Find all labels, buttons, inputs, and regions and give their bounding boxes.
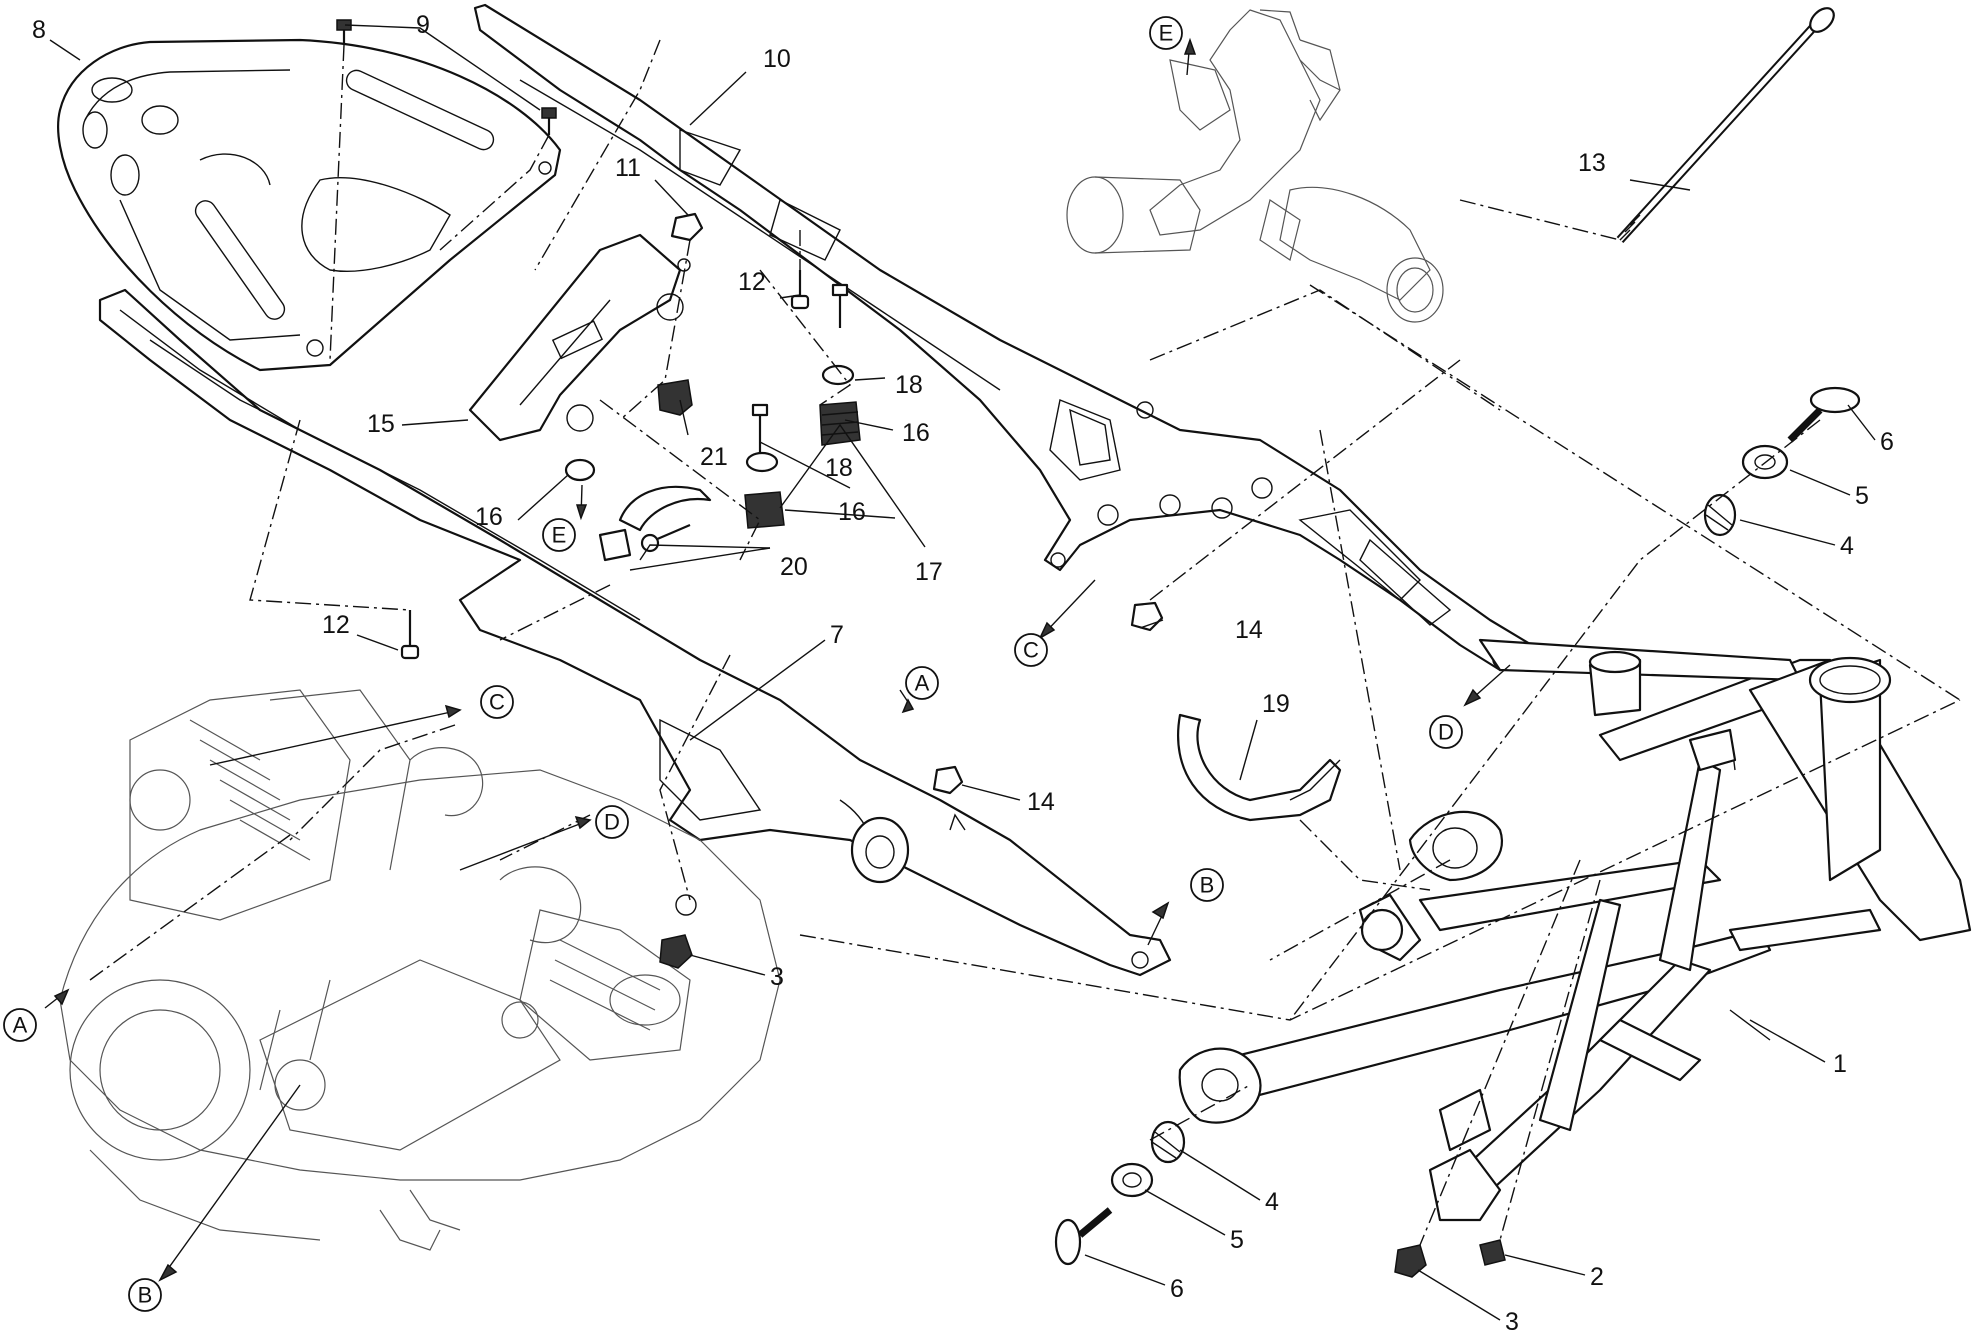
connector-E-exhaust: E xyxy=(1149,16,1183,50)
part-label: 20 xyxy=(780,553,808,581)
part-label: 4 xyxy=(1265,1188,1279,1216)
svg-text:D: D xyxy=(1438,720,1454,745)
bolt-12a xyxy=(790,270,810,310)
cable-clip xyxy=(1177,713,1342,822)
washer-5b xyxy=(1110,1162,1154,1198)
svg-text:B: B xyxy=(1200,873,1215,898)
nut-14b xyxy=(932,765,964,795)
main-trellis-frame xyxy=(1178,638,1972,1222)
part-label: 12 xyxy=(738,268,766,296)
connector-B-bottom: B xyxy=(128,1278,162,1312)
part-label: 21 xyxy=(700,443,728,471)
bolt-9a xyxy=(336,19,352,45)
bushing-4b xyxy=(1150,1120,1186,1164)
connector-E-bracket: E xyxy=(542,518,576,552)
part-label: 7 xyxy=(830,621,844,649)
part-label: 9 xyxy=(416,11,430,39)
part-label: 14 xyxy=(1235,616,1263,644)
part-label: 18 xyxy=(825,454,853,482)
part-label: 14 xyxy=(1027,788,1055,816)
nut-3a xyxy=(659,934,693,969)
bushing-21 xyxy=(657,379,693,416)
connector-C-frame: C xyxy=(1014,633,1048,667)
connector-arrows xyxy=(44,37,1511,1282)
flange-bolt-6b xyxy=(1054,1207,1113,1266)
bushing-4a xyxy=(1703,493,1737,537)
part-label: 8 xyxy=(32,16,46,44)
rear-rack-plate xyxy=(57,38,562,372)
svg-text:E: E xyxy=(552,523,567,548)
part-label: 16 xyxy=(838,498,866,526)
rubber-mount-17a xyxy=(819,401,861,446)
part-label: 18 xyxy=(895,371,923,399)
connector-D-frame: D xyxy=(1429,715,1463,749)
bolt-18b xyxy=(751,403,769,455)
part-label: 6 xyxy=(1880,428,1894,456)
engine-reference-sketch xyxy=(59,689,781,1251)
washer-16c xyxy=(564,458,596,482)
connector-C-engine: C xyxy=(480,685,514,719)
nut-11 xyxy=(670,212,704,242)
flange-bolt-6a xyxy=(1787,386,1861,443)
part-label: 19 xyxy=(1262,690,1290,718)
part-label: 4 xyxy=(1840,532,1854,560)
svg-text:B: B xyxy=(138,1283,153,1308)
part-label: 5 xyxy=(1855,482,1869,510)
part-label: 17 xyxy=(915,558,943,586)
connector-B-right: B xyxy=(1190,868,1224,902)
cable-tie-20 xyxy=(598,485,712,562)
assembly-centerlines xyxy=(89,39,1961,1246)
part-number-labels: 1 2 3 3 4 4 5 5 6 6 7 8 9 10 11 12 12 13… xyxy=(32,11,1894,1336)
part-label: 3 xyxy=(770,963,784,991)
part-label: 16 xyxy=(902,419,930,447)
washer-16b xyxy=(745,451,779,473)
long-through-bolt xyxy=(1616,7,1835,244)
bolt-9b xyxy=(541,107,557,135)
clip-nut xyxy=(1479,1239,1506,1266)
connector-A-right: A xyxy=(905,666,939,700)
part-label: 3 xyxy=(1505,1308,1519,1336)
part-label: 11 xyxy=(615,154,641,182)
central-mounting-bracket xyxy=(468,233,691,442)
bolt-18a xyxy=(831,283,849,328)
part-label: 6 xyxy=(1170,1275,1184,1303)
rubber-mount-17b xyxy=(744,491,785,529)
bolt-12b xyxy=(400,610,420,660)
part-label: 10 xyxy=(763,45,791,73)
part-label: 16 xyxy=(475,503,503,531)
part-label: 1 xyxy=(1833,1050,1847,1078)
svg-text:C: C xyxy=(1023,638,1039,663)
leader-lines xyxy=(49,24,1876,1321)
subframe-rail-lower xyxy=(98,288,1172,977)
connector-D-engine: D xyxy=(595,805,629,839)
part-label: 2 xyxy=(1590,1263,1604,1291)
part-label: 5 xyxy=(1230,1226,1244,1254)
svg-text:D: D xyxy=(604,810,620,835)
svg-text:A: A xyxy=(13,1013,28,1038)
connector-A-left: A xyxy=(3,1008,37,1042)
subframe-rail-upper xyxy=(473,3,1542,672)
svg-text:E: E xyxy=(1159,21,1174,46)
svg-text:C: C xyxy=(489,690,505,715)
part-label: 13 xyxy=(1578,149,1606,177)
part-label: 12 xyxy=(322,611,350,639)
part-label: 15 xyxy=(367,410,395,438)
exhaust-manifold-sketch xyxy=(1066,9,1444,323)
svg-text:A: A xyxy=(915,671,930,696)
